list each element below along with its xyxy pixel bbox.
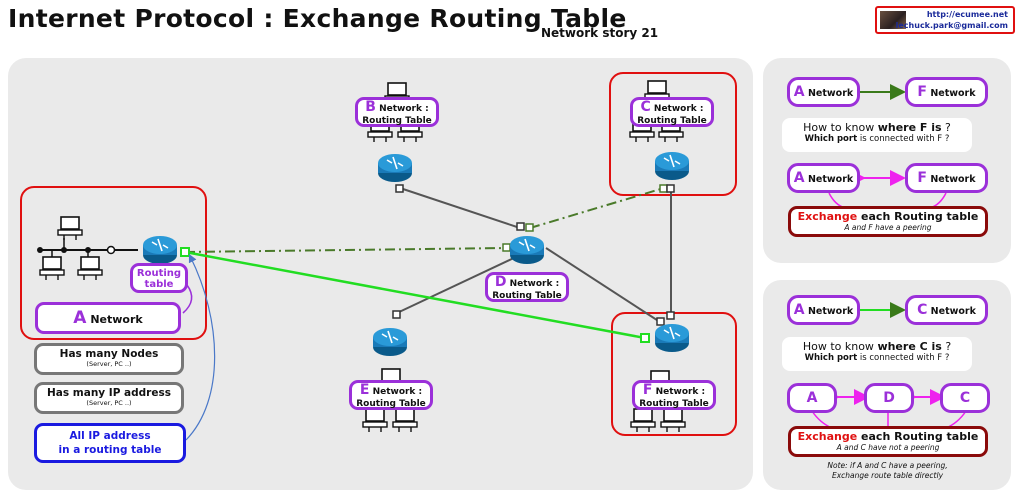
p2-note-line1: Note: if A and C have a peering, <box>827 461 948 470</box>
node-d-letter: D <box>494 274 507 290</box>
p1-q-post: ? <box>941 121 951 134</box>
info-all-ip-line2: in a routing table <box>58 444 162 456</box>
routing-table-a-line1: Routing <box>136 268 182 279</box>
routing-table-a[interactable]: Routing table <box>130 263 188 293</box>
p1-network-a[interactable]: A Network <box>787 77 860 107</box>
info-many-nodes-main: Has many Nodes <box>59 348 159 360</box>
p2-note-line2: Exchange route table directly <box>831 471 944 480</box>
p1-a-label: Network <box>807 88 854 99</box>
node-c-line1: Network : <box>653 104 704 114</box>
p1-question: How to know where F is ? Which port is c… <box>782 118 972 152</box>
network-a-boundary <box>20 186 207 340</box>
p2-exchange-box: Exchange each Routing table A and C have… <box>788 426 988 457</box>
node-d-line1: Network : <box>509 279 560 289</box>
node-f-line1: Network : <box>655 387 706 397</box>
p1-network-f-peer[interactable]: F Network <box>905 163 988 193</box>
p2-node-c-letter: C <box>959 390 971 406</box>
author-logo[interactable]: http://ecumee.net lechuck.park@gmail.com <box>875 6 1015 34</box>
logo-url: http://ecumee.net <box>926 10 1008 19</box>
node-b-line2: Routing Table <box>362 116 432 126</box>
node-c-letter: C <box>640 99 651 115</box>
info-many-nodes-sub: (Server, PC ..) <box>86 360 132 368</box>
p1-question-line1: How to know where F is ? <box>782 121 972 134</box>
p1-exchange-sub: A and F have a peering <box>844 223 932 232</box>
p2-ex-red: Exchange <box>797 430 858 443</box>
p2-note: Note: if A and C have a peering, Exchang… <box>785 461 990 481</box>
node-e-line2: Routing Table <box>356 399 426 409</box>
network-c-boundary <box>609 72 737 196</box>
p2-ex-rest: each Routing table <box>857 430 979 443</box>
info-all-ip: All IP address in a routing table <box>34 423 186 463</box>
p2-exchange-sub: A and C have not a peering <box>836 443 940 452</box>
p2-q2-bold: Which port <box>804 353 858 363</box>
node-b-letter: B <box>365 99 376 115</box>
p2-node-d[interactable]: D <box>864 383 914 413</box>
p1-ex-rest: each Routing table <box>857 210 979 223</box>
p1-a2-label: Network <box>807 174 854 185</box>
info-many-ip: Has many IP address (Server, PC ..) <box>34 382 184 414</box>
p1-f-label: Network <box>930 88 976 99</box>
p2-q-bold: where C is <box>877 340 942 353</box>
node-d-label[interactable]: D Network : Routing Table <box>485 272 569 302</box>
page-subtitle: Network story 21 <box>541 26 659 40</box>
node-f-letter: F <box>642 382 653 398</box>
p2-node-d-letter: D <box>883 390 895 406</box>
p2-node-a-letter: A <box>806 390 818 406</box>
info-many-ip-sub: (Server, PC ..) <box>86 399 132 407</box>
p1-exchange-box: Exchange each Routing table A and F have… <box>788 206 988 237</box>
node-d-line2: Routing Table <box>492 291 562 301</box>
p2-network-c[interactable]: C Network <box>905 295 988 325</box>
p2-network-a[interactable]: A Network <box>787 295 860 325</box>
node-b-line1: Network : <box>379 104 429 114</box>
p1-f2-label: Network <box>930 174 976 185</box>
node-f-line2: Routing Table <box>639 399 709 409</box>
p2-a-label: Network <box>807 306 854 317</box>
p1-network-f[interactable]: F Network <box>905 77 988 107</box>
p2-a-letter: A <box>793 302 805 318</box>
p2-c-label: Network <box>930 306 976 317</box>
p1-exchange-title: Exchange each Routing table <box>791 210 985 223</box>
logo-email: lechuck.park@gmail.com <box>895 21 1008 30</box>
network-a-label[interactable]: A Network <box>35 302 181 334</box>
node-c-line2: Routing Table <box>637 116 707 126</box>
p2-c-letter: C <box>917 302 928 318</box>
p2-question-line2: Which port is connected with F ? <box>782 353 972 363</box>
p2-q-pre: How to know <box>802 340 878 353</box>
info-many-nodes: Has many Nodes (Server, PC ..) <box>34 343 184 375</box>
p2-question: How to know where C is ? Which port is c… <box>782 337 972 371</box>
info-all-ip-line1: All IP address <box>69 430 151 442</box>
p1-q-pre: How to know <box>803 121 878 134</box>
p2-node-a[interactable]: A <box>787 383 837 413</box>
node-e-letter: E <box>359 382 370 398</box>
p1-f-letter: F <box>917 84 927 100</box>
p2-exchange-title: Exchange each Routing table <box>791 430 985 443</box>
node-c-label[interactable]: C Network : Routing Table <box>630 97 714 127</box>
p1-ex-red: Exchange <box>797 210 858 223</box>
p1-q2-post: is connected with F ? <box>857 134 950 144</box>
p1-a-letter: A <box>793 84 805 100</box>
p2-node-c[interactable]: C <box>940 383 990 413</box>
author-photo <box>880 11 906 29</box>
network-a-letter: A <box>73 308 87 328</box>
p2-q2-post: is connected with F ? <box>857 353 950 363</box>
p2-q-post: ? <box>941 340 952 353</box>
p1-a2-letter: A <box>793 170 805 186</box>
network-a-text: Network <box>90 313 143 326</box>
p1-q2-bold: Which port <box>804 134 858 144</box>
node-b-label[interactable]: B Network : Routing Table <box>355 97 439 127</box>
node-e-label[interactable]: E Network : Routing Table <box>349 380 433 410</box>
p1-network-a-peer[interactable]: A Network <box>787 163 860 193</box>
info-many-ip-main: Has many IP address <box>47 387 171 399</box>
node-e-line1: Network : <box>372 387 423 397</box>
p2-question-line1: How to know where C is ? <box>782 340 972 353</box>
node-f-label[interactable]: F Network : Routing Table <box>632 380 716 410</box>
routing-table-a-line2: table <box>144 279 174 290</box>
p1-q-bold: where F is <box>877 121 942 134</box>
p1-f2-letter: F <box>917 170 927 186</box>
p1-question-line2: Which port is connected with F ? <box>782 134 972 144</box>
page-title: Internet Protocol : Exchange Routing Tab… <box>8 4 627 33</box>
